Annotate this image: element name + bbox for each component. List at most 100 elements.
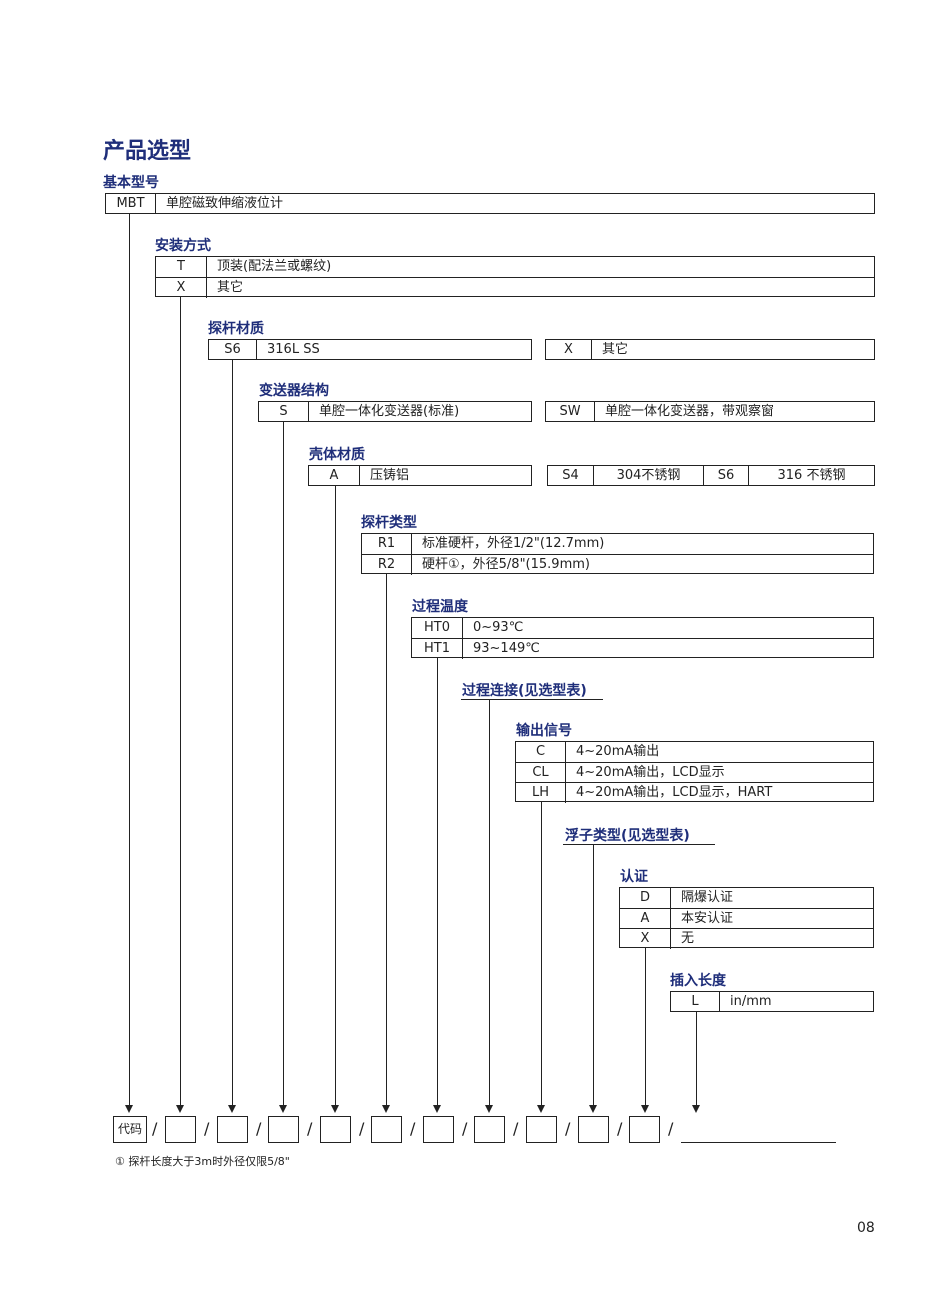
section-output-label: 输出信号 (516, 723, 572, 739)
desc-cell: 其它 (217, 280, 244, 295)
separator: / (462, 1119, 468, 1138)
separator: / (565, 1119, 571, 1138)
table-row: CL 4~20mA输出，LCD显示 (516, 762, 873, 783)
table-row: D 隔爆认证 (620, 888, 873, 908)
page-number: 08 (857, 1220, 875, 1236)
connector-line (593, 845, 594, 1105)
section-basic-label: 基本型号 (103, 175, 159, 191)
connector-line (335, 486, 336, 1105)
code-cell: S4 (548, 466, 594, 486)
code-slot[interactable] (578, 1116, 609, 1143)
probe-material-right: X 其它 (545, 339, 875, 360)
housing-right: S4 304不锈钢 S6 316 不锈钢 (547, 465, 875, 486)
housing-left: A 压铸铝 (308, 465, 532, 486)
table-row: X 其它 (156, 277, 874, 298)
code-slot[interactable] (423, 1116, 454, 1143)
desc-cell: 316 不锈钢 (777, 468, 846, 483)
desc-cell: 4~20mA输出 (576, 744, 660, 759)
separator: / (668, 1119, 674, 1138)
separator: / (513, 1119, 519, 1138)
arrow-down-icon (125, 1105, 133, 1113)
arrow-down-icon (279, 1105, 287, 1113)
table-row: A 本安认证 (620, 908, 873, 929)
arrow-down-icon (176, 1105, 184, 1113)
table-row: A 压铸铝 (309, 466, 531, 486)
section-process-conn-label: 过程连接(见选型表) (462, 683, 587, 699)
separator: / (256, 1119, 262, 1138)
connector-line (283, 422, 284, 1105)
desc-cell: 压铸铝 (370, 468, 410, 483)
arrow-down-icon (692, 1105, 700, 1113)
connector-line (437, 658, 438, 1105)
code-slot[interactable] (526, 1116, 557, 1143)
table-row: HT1 93~149℃ (412, 638, 873, 659)
table-row: HT0 0~93℃ (412, 618, 873, 638)
code-slot[interactable] (629, 1116, 660, 1143)
table-row: X 其它 (546, 340, 874, 360)
probe-type-table: R1 标准硬杆，外径1/2"(12.7mm) R2 硬杆①，外径5/8"(15.… (361, 533, 874, 575)
code-cell: MBT (106, 194, 156, 214)
code-cell: SW (546, 402, 595, 422)
code-cell: CL (516, 763, 566, 783)
table-row: S 单腔一体化变送器(标准) (259, 402, 531, 422)
code-slot[interactable] (268, 1116, 299, 1143)
arrow-down-icon (382, 1105, 390, 1113)
table-row: L in/mm (671, 992, 873, 1012)
connector-line (180, 297, 181, 1105)
arrow-down-icon (228, 1105, 236, 1113)
desc-cell: 0~93℃ (473, 620, 524, 635)
code-cell: R2 (362, 555, 412, 575)
section-process-temp-label: 过程温度 (412, 599, 468, 615)
desc-cell: 304不锈钢 (594, 466, 704, 486)
connector-line (386, 574, 387, 1105)
code-slot[interactable] (474, 1116, 505, 1143)
section-probe-type-label: 探杆类型 (361, 515, 417, 531)
code-cell: A (309, 466, 360, 486)
code-cell: X (156, 278, 207, 298)
code-cell: D (620, 888, 671, 908)
basic-table: MBT 单腔磁致伸缩液位计 (105, 193, 875, 214)
arrow-down-icon (331, 1105, 339, 1113)
code-cell: LH (516, 783, 566, 803)
table-row: MBT 单腔磁致伸缩液位计 (106, 194, 874, 214)
table-row: C 4~20mA输出 (516, 742, 873, 762)
section-cert-label: 认证 (620, 869, 648, 885)
desc-cell: 硬杆①，外径5/8"(15.9mm) (422, 557, 590, 572)
code-cell: L (671, 992, 720, 1012)
connector-line (232, 360, 233, 1105)
code-cell: R1 (362, 534, 412, 554)
code-slot[interactable] (371, 1116, 402, 1143)
output-table: C 4~20mA输出 CL 4~20mA输出，LCD显示 LH 4~20mA输出… (515, 741, 874, 803)
length-table: L in/mm (670, 991, 874, 1012)
table-row: R1 标准硬杆，外径1/2"(12.7mm) (362, 534, 873, 554)
desc-cell: 本安认证 (681, 911, 734, 926)
process-temp-table: HT0 0~93℃ HT1 93~149℃ (411, 617, 874, 659)
section-probe-material-label: 探杆材质 (208, 321, 264, 337)
section-length-label: 插入长度 (670, 973, 726, 989)
transmitter-left: S 单腔一体化变送器(标准) (258, 401, 532, 422)
code-cell: S6 (704, 466, 749, 486)
separator: / (204, 1119, 210, 1138)
desc-cell: 单腔磁致伸缩液位计 (166, 196, 284, 211)
desc-cell: 93~149℃ (473, 641, 540, 656)
table-row: T 顶装(配法兰或螺纹) (156, 257, 874, 277)
arrow-down-icon (641, 1105, 649, 1113)
code-slot[interactable] (320, 1116, 351, 1143)
section-mount-label: 安装方式 (155, 238, 211, 254)
table-row: X 无 (620, 928, 873, 949)
arrow-down-icon (433, 1105, 441, 1113)
mount-table: T 顶装(配法兰或螺纹) X 其它 (155, 256, 875, 298)
desc-cell: 其它 (602, 342, 629, 357)
desc-cell: 隔爆认证 (681, 890, 734, 905)
code-cell: HT0 (412, 618, 463, 638)
connector-line (129, 214, 130, 1105)
code-cell: A (620, 909, 671, 929)
code-slot[interactable] (217, 1116, 248, 1143)
code-label-box: 代码 (113, 1116, 147, 1143)
code-slot[interactable] (165, 1116, 196, 1143)
arrow-down-icon (537, 1105, 545, 1113)
separator: / (359, 1119, 365, 1138)
connector-line (696, 1012, 697, 1105)
length-fill-line[interactable] (681, 1142, 836, 1143)
table-row: S6 316L SS (209, 340, 531, 360)
